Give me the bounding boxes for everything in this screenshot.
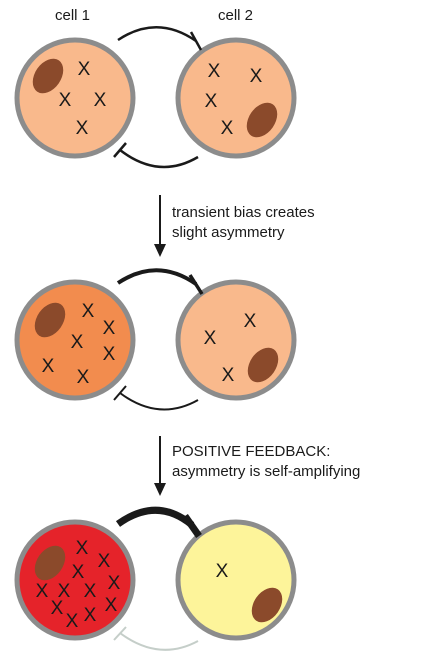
x-mark: X xyxy=(108,573,121,594)
stage-1-cell-2-nucleus xyxy=(246,102,278,138)
x-mark: X xyxy=(208,61,221,82)
x-mark: X xyxy=(204,328,217,349)
x-mark: X xyxy=(103,344,116,365)
x-mark: X xyxy=(98,551,111,572)
cell-1-label: cell 1 xyxy=(55,7,91,24)
step-2-caption-line-2: asymmetry is self-amplifying xyxy=(172,463,361,480)
inhibit-arrow-1-to-2-bar xyxy=(182,513,202,539)
x-mark: X xyxy=(77,367,90,388)
x-mark: X xyxy=(59,90,72,111)
x-mark: X xyxy=(222,365,235,386)
x-mark: X xyxy=(78,59,91,80)
x-mark: X xyxy=(66,611,79,632)
x-mark: X xyxy=(105,595,118,616)
x-mark: X xyxy=(221,118,234,139)
x-mark: X xyxy=(51,598,64,619)
stage-1-cell-1-marks: X X X X xyxy=(59,59,107,139)
stage-2-cell-2-marks: X X X xyxy=(204,311,257,386)
x-mark: X xyxy=(244,311,257,332)
stage-2-cell-1-marks: X X X X X X xyxy=(42,301,116,388)
x-mark: X xyxy=(216,561,229,582)
x-mark: X xyxy=(84,581,97,602)
x-mark: X xyxy=(205,91,218,112)
x-mark: X xyxy=(76,118,89,139)
stage-2-cell-1-nucleus xyxy=(34,302,66,338)
inhibit-arrow-2-to-1 xyxy=(119,632,199,651)
step-1-caption-line-1: transient bias creates xyxy=(172,204,315,221)
inhibit-arrow-1-to-2 xyxy=(115,506,195,528)
x-mark: X xyxy=(42,356,55,377)
inhibit-arrow-2-to-1-bar xyxy=(113,626,127,641)
stage-3-cell-1-nucleus xyxy=(34,545,66,581)
stage-1-cell-1-nucleus xyxy=(32,58,64,94)
stage-2-cell-2-nucleus xyxy=(247,347,279,383)
inhibit-arrow-1-to-2-bar xyxy=(189,31,203,51)
inhibit-arrow-2-to-1-bar xyxy=(113,142,127,158)
stage-3-cell-2 xyxy=(175,519,297,641)
cell-2-label: cell 2 xyxy=(218,7,254,24)
stage-2: X X X X X X X X X xyxy=(14,268,297,411)
x-mark: X xyxy=(250,66,263,87)
inhibit-arrow-1-to-2-bar xyxy=(188,274,204,295)
inhibit-arrow-2-to-1-bar xyxy=(113,385,127,401)
x-mark: X xyxy=(103,318,116,339)
step-arrow-1 xyxy=(154,195,166,257)
x-mark: X xyxy=(72,562,85,583)
step-2-caption-line-1: POSITIVE FEEDBACK: xyxy=(172,443,331,460)
stage-3-cell-1-marks: X X X X X X X X X X X xyxy=(36,538,121,632)
inhibit-arrow-1-to-2 xyxy=(117,26,197,43)
stage-1: X X X X X X X X xyxy=(14,26,297,169)
inhibit-arrow-1-to-2 xyxy=(116,268,198,286)
x-mark: X xyxy=(58,581,71,602)
x-mark: X xyxy=(84,605,97,626)
step-arrow-2 xyxy=(154,436,166,496)
stage-1-cell-2 xyxy=(175,37,297,159)
x-mark: X xyxy=(71,332,84,353)
inhibit-arrow-2-to-1 xyxy=(119,149,199,169)
stage-3: X X X X X X X X X X X X xyxy=(14,506,297,651)
stage-3-cell-2-marks: X xyxy=(216,561,229,582)
stage-1-cell-2-marks: X X X X xyxy=(205,61,263,139)
x-mark: X xyxy=(76,538,89,559)
x-mark: X xyxy=(82,301,95,322)
stage-3-cell-2-nucleus xyxy=(251,587,283,623)
step-1-caption-line-2: slight asymmetry xyxy=(172,224,285,241)
x-mark: X xyxy=(94,90,107,111)
inhibit-arrow-2-to-1 xyxy=(119,392,199,411)
x-mark: X xyxy=(36,581,49,602)
stage-2-cell-2 xyxy=(175,279,297,401)
